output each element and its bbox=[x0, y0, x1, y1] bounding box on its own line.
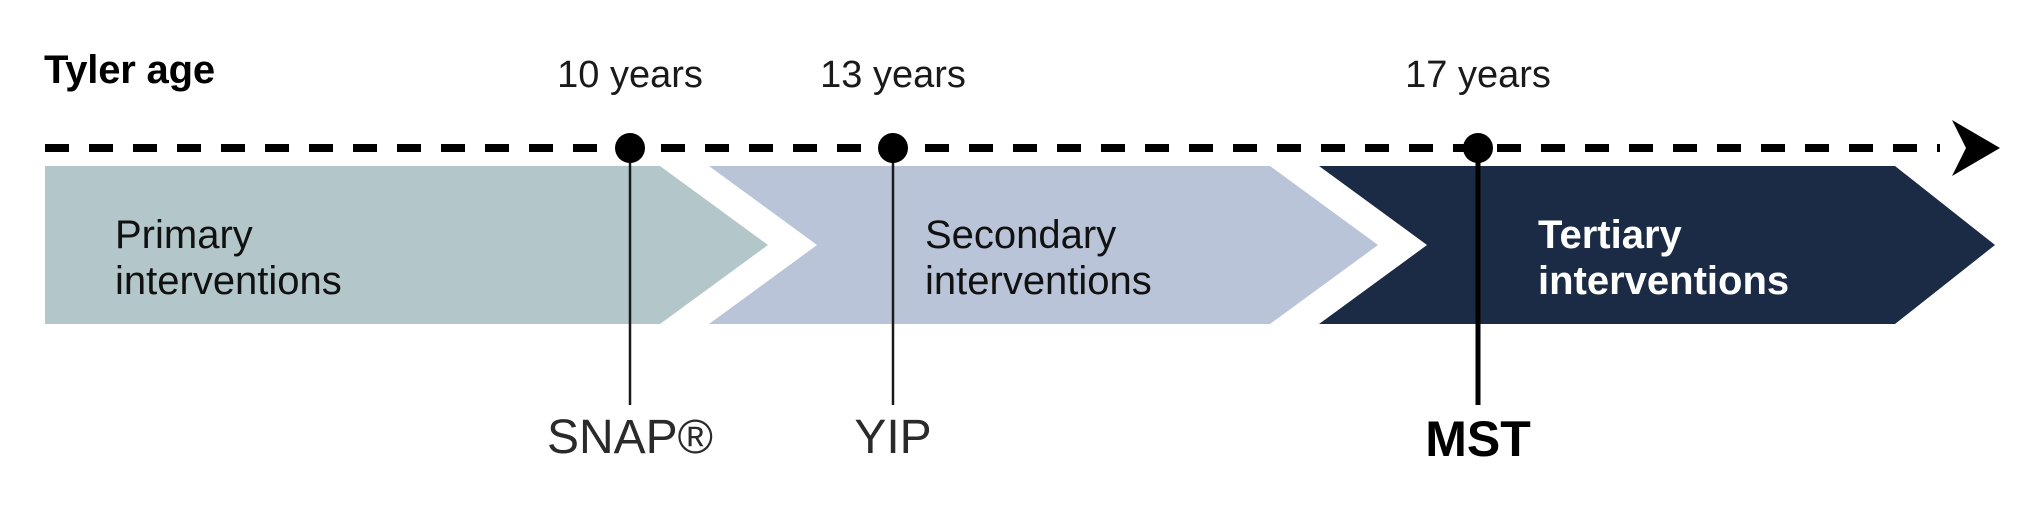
timeline-arrowhead-icon bbox=[1952, 120, 2000, 176]
marker-dot-yip[interactable] bbox=[878, 133, 908, 163]
stage-label-secondary: Secondary interventions bbox=[925, 212, 1255, 305]
band-tertiary-interventions[interactable] bbox=[1319, 166, 1995, 324]
age-label-mst: 17 years bbox=[1405, 54, 1551, 96]
marker-dot-mst[interactable] bbox=[1463, 133, 1493, 163]
stage-label-secondary-line1: Secondary bbox=[925, 213, 1117, 257]
stage-label-primary-line2: interventions bbox=[115, 259, 342, 304]
age-label-snap: 10 years bbox=[557, 54, 703, 96]
program-label-mst: MST bbox=[1425, 411, 1531, 467]
program-label-snap: SNAP® bbox=[546, 411, 714, 464]
stage-label-tertiary-line2: interventions bbox=[1538, 259, 1790, 304]
stage-label-tertiary-line1: Tertiary bbox=[1538, 213, 1682, 257]
stage-label-secondary-line2: interventions bbox=[925, 259, 1152, 304]
program-label-yip: YIP bbox=[854, 411, 932, 464]
band-primary-interventions[interactable] bbox=[45, 166, 768, 324]
marker-dot-snap[interactable] bbox=[615, 133, 645, 163]
age-label-yip: 13 years bbox=[820, 54, 966, 96]
stage-label-tertiary: Tertiary interventions bbox=[1538, 212, 1868, 305]
axis-title: Tyler age bbox=[44, 48, 215, 92]
stage-label-primary: Primary interventions bbox=[115, 212, 445, 305]
stage-label-primary-line1: Primary bbox=[115, 213, 253, 257]
band-secondary-interventions[interactable] bbox=[709, 166, 1378, 324]
